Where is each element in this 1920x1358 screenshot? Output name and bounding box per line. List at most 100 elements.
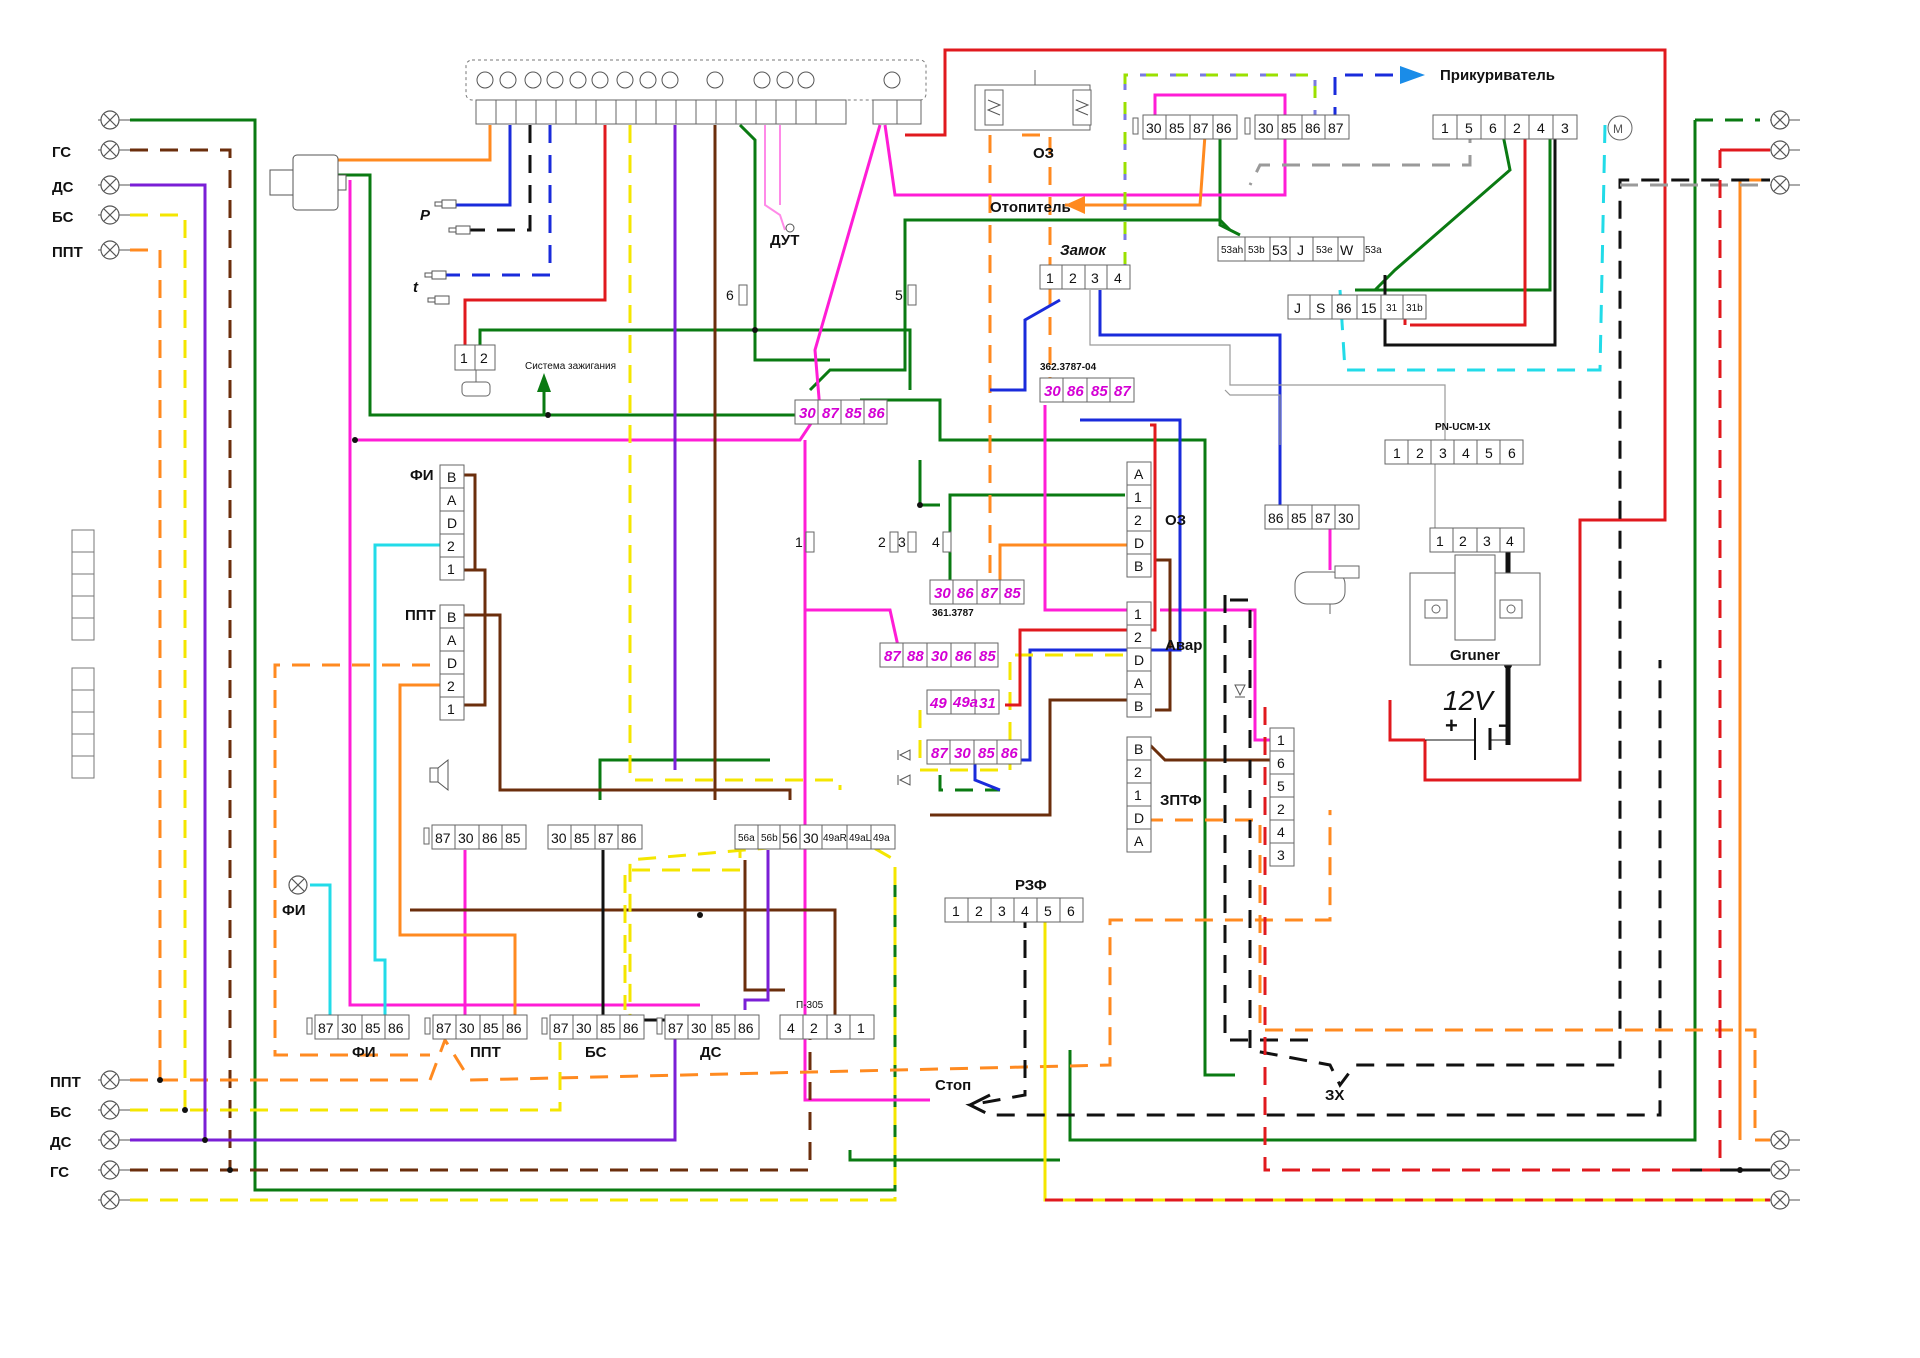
- svg-text:30: 30: [1258, 120, 1274, 136]
- lamp-label-ppt-bottom: ППТ: [50, 1074, 81, 1091]
- svg-text:49aR: 49aR: [823, 833, 847, 844]
- svg-text:56: 56: [782, 830, 798, 846]
- svg-text:86: 86: [482, 830, 498, 846]
- svg-text:53ah: 53ah: [1221, 245, 1243, 256]
- wire-black-p: [455, 125, 532, 232]
- wire-cyan-wiper: [1338, 124, 1607, 372]
- svg-text:86: 86: [621, 830, 637, 846]
- svg-text:B: B: [447, 609, 456, 625]
- svg-text:361.3787: 361.3787: [932, 608, 974, 619]
- svg-text:1: 1: [1393, 445, 1401, 461]
- wire-red-ign: [463, 125, 607, 345]
- zx-label: ЗХ: [1325, 1087, 1344, 1104]
- svg-text:2: 2: [1277, 801, 1285, 817]
- wire-black-relay: [601, 850, 690, 1022]
- wire-cyan-fi: [373, 543, 440, 1020]
- svg-text:2: 2: [1459, 533, 1467, 549]
- svg-text:85: 85: [1281, 120, 1297, 136]
- wire-brown-gs: [130, 148, 232, 1170]
- flasher-relay-2: 49 49a 31: [926, 689, 1000, 715]
- oz-heater: ОЗ: [974, 70, 1092, 162]
- svg-text:85: 85: [979, 648, 996, 665]
- wire-magenta-top: [883, 93, 1287, 197]
- fi-lamp: ФИ: [282, 875, 308, 919]
- svg-text:4: 4: [1277, 824, 1285, 840]
- svg-text:56b: 56b: [761, 833, 778, 844]
- svg-text:2: 2: [1134, 512, 1142, 528]
- svg-text:30: 30: [458, 830, 474, 846]
- wire-brown-avar2: [930, 698, 1140, 817]
- battery-icon: 12V + −: [1425, 685, 1511, 760]
- svg-text:30: 30: [1338, 510, 1354, 526]
- wire-black-zx: [1230, 178, 1770, 1088]
- svg-text:A: A: [1134, 833, 1144, 849]
- svg-text:4: 4: [1021, 903, 1029, 919]
- relay-30-85: 30 85 87 86: [547, 824, 643, 850]
- avar-switch: 1 2 D A B Авар: [1126, 601, 1202, 718]
- svg-text:87: 87: [598, 830, 614, 846]
- wire-brown-zptf: [1148, 743, 1270, 762]
- fuses: 6 5 1 2 3 4: [726, 284, 952, 553]
- wire-orange-zptf: [1145, 818, 1770, 1142]
- relay-mid: 87 30 85 86: [926, 739, 1022, 765]
- svg-text:A: A: [447, 492, 457, 508]
- svg-text:86: 86: [1268, 510, 1284, 526]
- svg-text:362.3787-04: 362.3787-04: [1040, 362, 1097, 373]
- main-relay: 30 87 85 86: [794, 399, 888, 425]
- svg-text:3: 3: [1561, 120, 1569, 136]
- svg-text:6: 6: [1277, 755, 1285, 771]
- svg-text:6: 6: [1489, 120, 1497, 136]
- svg-text:3: 3: [898, 534, 906, 550]
- svg-text:J: J: [1294, 300, 1301, 316]
- wire-lime-top: [1123, 73, 1317, 270]
- svg-text:6: 6: [1067, 903, 1075, 919]
- svg-text:B: B: [1134, 741, 1143, 757]
- svg-text:85: 85: [1169, 120, 1185, 136]
- wire-magenta-r: [1160, 608, 1270, 742]
- svg-text:86: 86: [957, 585, 974, 602]
- svg-text:1: 1: [1436, 533, 1444, 549]
- wire-orange-ppt-bottom: [130, 810, 1332, 1082]
- svg-text:2: 2: [1069, 270, 1077, 286]
- svg-text:85: 85: [715, 1020, 731, 1036]
- wire-orange-d: [273, 663, 460, 1057]
- svg-text:85: 85: [483, 1020, 499, 1036]
- sensors: [424, 199, 471, 305]
- svg-text:D: D: [1134, 652, 1144, 668]
- svg-text:85: 85: [600, 1020, 616, 1036]
- svg-text:49a: 49a: [952, 694, 978, 711]
- svg-text:П-305: П-305: [796, 1000, 824, 1011]
- svg-text:4: 4: [1462, 445, 1470, 461]
- svg-text:86: 86: [1216, 120, 1232, 136]
- svg-text:4: 4: [932, 534, 940, 550]
- ppt-switch: ППТ B A D 2 1: [405, 604, 465, 721]
- svg-text:1: 1: [460, 350, 468, 366]
- flasher-relay: 87 88 30 86 85: [879, 642, 999, 668]
- svg-text:49: 49: [929, 695, 947, 712]
- svg-text:87: 87: [822, 405, 839, 422]
- svg-text:86: 86: [1336, 300, 1352, 316]
- wire-magenta-main: [355, 124, 882, 442]
- svg-text:86: 86: [955, 648, 972, 665]
- wire-purple-ds: [130, 183, 207, 1140]
- svg-text:ДС: ДС: [700, 1044, 722, 1061]
- svg-text:4: 4: [1537, 120, 1545, 136]
- wire-grey-ign: [1089, 290, 1446, 445]
- svg-text:2: 2: [1513, 120, 1521, 136]
- svg-text:ОЗ: ОЗ: [1165, 512, 1186, 529]
- svg-text:S: S: [1316, 300, 1325, 316]
- svg-text:B: B: [1134, 698, 1143, 714]
- relay-362: 362.3787-04 30 86 85 87: [1039, 362, 1135, 403]
- svg-text:2: 2: [975, 903, 983, 919]
- svg-text:D: D: [447, 655, 457, 671]
- wire-brown-gs-bottom: [130, 1035, 812, 1172]
- rzf-connector: РЗФ 1 2 3 4 5 6: [944, 877, 1084, 923]
- wire-yellow-bs: [130, 213, 187, 1110]
- heater-label: Отопитель: [990, 199, 1071, 216]
- wire-yellow-turn: [623, 840, 742, 1010]
- relay-361: 30 86 87 85 361.3787: [929, 579, 1025, 619]
- svg-text:Gruner: Gruner: [1450, 647, 1500, 664]
- svg-text:ППТ: ППТ: [470, 1044, 501, 1061]
- svg-text:53a: 53a: [1365, 245, 1382, 256]
